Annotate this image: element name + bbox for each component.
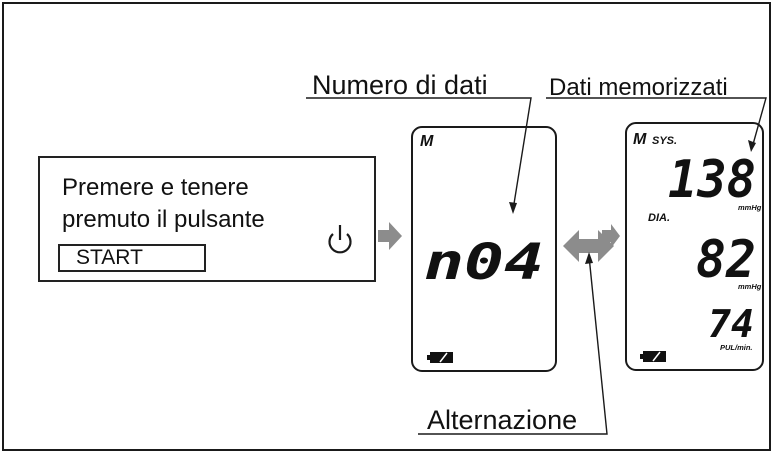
right-arrow — [378, 222, 402, 250]
systolic-unit: mmHg — [738, 203, 762, 212]
callout-arrowhead — [748, 140, 756, 152]
data-count-readout: n04 — [424, 233, 544, 291]
diastolic-unit: mmHg — [738, 282, 762, 291]
diastolic-readout: 82 — [696, 230, 756, 290]
diagram-frame — [2, 2, 771, 451]
dia-label: DIA. — [648, 212, 670, 224]
callout-stored-data — [546, 97, 767, 149]
data-count-label: Numero di dati — [312, 70, 488, 100]
memory-mark-left: M — [420, 133, 434, 150]
callout-arrowhead — [585, 252, 593, 264]
instruction-line-1: Premere e tenere — [62, 174, 249, 201]
callout-alternation — [418, 255, 608, 435]
power-icon — [328, 225, 352, 254]
lcd-display-right — [625, 122, 764, 371]
pulse-unit: PUL/min. — [720, 343, 753, 352]
start-button: START — [58, 244, 206, 272]
battery-icon — [640, 351, 666, 362]
battery-icon — [427, 352, 453, 363]
callout-arrowhead — [509, 202, 517, 214]
right-arrow — [602, 224, 620, 248]
lcd-display-left — [411, 126, 557, 372]
instruction-line-2: premuto il pulsante — [62, 206, 265, 233]
sys-label: SYS. — [652, 135, 677, 147]
stored-data-label: Dati memorizzati — [549, 74, 728, 101]
alternation-label: Alternazione — [427, 405, 578, 435]
callout-data-count — [306, 97, 532, 211]
pulse-readout: 74 — [708, 302, 754, 346]
instruction-box: Premere e tenere premuto il pulsante STA… — [38, 156, 376, 282]
systolic-readout: 138 — [668, 150, 756, 210]
alternation-arrow — [563, 230, 614, 262]
memory-mark-right: M — [633, 131, 647, 148]
